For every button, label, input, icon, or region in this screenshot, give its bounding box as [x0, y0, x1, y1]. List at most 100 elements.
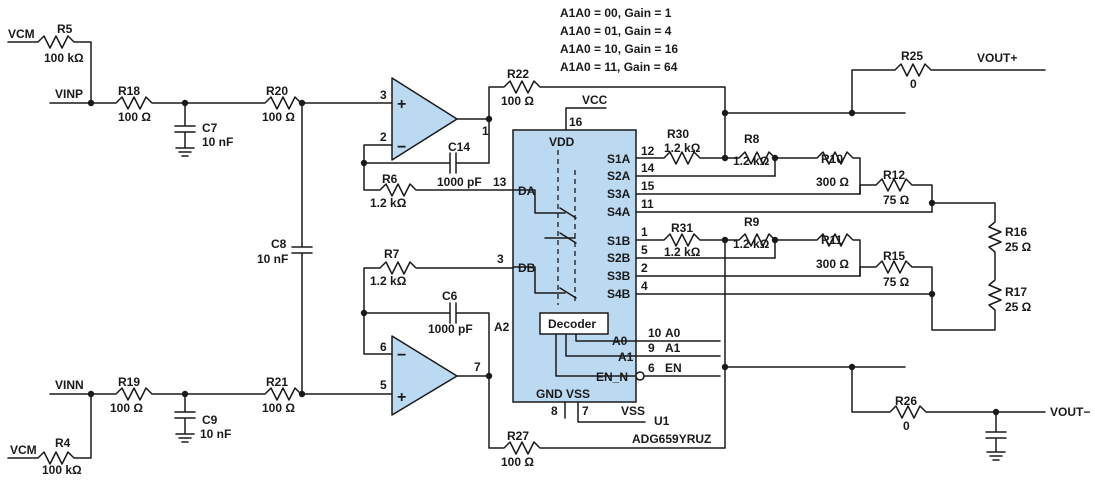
r6-value: 1.2 kΩ — [370, 196, 407, 210]
vinn-r19-r21-wire — [49, 387, 393, 401]
r4-value: 100 kΩ — [42, 463, 82, 477]
pin-a0-label: A0 — [612, 334, 628, 348]
r30-ref: R30 — [667, 127, 689, 141]
c8-ref: C8 — [271, 237, 287, 251]
c9-ref: C9 — [202, 413, 218, 427]
junction — [771, 154, 779, 162]
r22-ref: R22 — [507, 67, 529, 81]
r6-resistor — [363, 162, 514, 197]
pin-s4b-number: 4 — [641, 279, 648, 293]
r9-value: 1.2 kΩ — [733, 237, 770, 251]
c9-value: 10 nF — [200, 427, 231, 441]
r17-ref: R17 — [1005, 285, 1027, 299]
r5-value: 100 kΩ — [44, 51, 84, 65]
r25-ref: R25 — [901, 49, 923, 63]
pin-s2b-number: 5 — [641, 243, 648, 257]
pin-gnd-number: 8 — [551, 404, 558, 418]
pin-vcc-number: 16 — [569, 115, 583, 129]
gain-row-3: A1A0 = 11, Gain = 64 — [560, 60, 678, 74]
r30-value: 1.2 kΩ — [664, 141, 701, 155]
op-amp-bottom-minus: − — [397, 347, 406, 364]
r25-resistor — [724, 63, 1046, 114]
r12-ref: R12 — [883, 168, 905, 182]
pin-amp-bottom-out: 7 — [474, 360, 481, 374]
vcc-wire — [565, 107, 607, 131]
r5-resistor — [7, 35, 92, 104]
c6-value: 1000 pF — [428, 322, 473, 336]
r25-value: 0 — [910, 77, 917, 91]
decoder-block — [539, 312, 609, 335]
vinn-label: VINN — [55, 378, 84, 392]
c14-value: 1000 pF — [437, 175, 482, 189]
r20-ref: R20 — [266, 84, 288, 98]
pin-s2a-number: 14 — [641, 161, 655, 175]
vcm-bottom-label: VCM — [10, 443, 37, 457]
r26-value: 0 — [903, 419, 910, 433]
c9-capacitor — [174, 393, 196, 443]
op-amp-top-minus: − — [397, 139, 406, 156]
vss-label: VSS — [621, 404, 645, 418]
pin-s1b-number: 1 — [641, 225, 648, 239]
junction — [928, 290, 936, 298]
pin-a1-number: 9 — [648, 341, 655, 355]
pin-s1a-number: 12 — [641, 144, 655, 158]
r31-value: 1.2 kΩ — [664, 245, 701, 259]
r27-value: 100 Ω — [501, 455, 534, 469]
op-amp-top — [391, 77, 458, 161]
r4-resistor — [7, 393, 92, 465]
r11-ref: R11 — [821, 233, 843, 247]
r8-value: 1.2 kΩ — [733, 154, 770, 168]
r19-ref: R19 — [118, 375, 140, 389]
r19-value: 100 Ω — [110, 401, 143, 415]
op-amp-bottom — [391, 335, 458, 416]
vout-plus-label: VOUT+ — [977, 51, 1017, 65]
r18-value: 100 Ω — [118, 110, 151, 124]
r26-ref: R26 — [895, 394, 917, 408]
pin-amp-bottom-plus: 5 — [380, 378, 387, 392]
pin-db-number: 3 — [497, 252, 504, 266]
r20-value: 100 Ω — [262, 110, 295, 124]
u1-ref: U1 — [654, 414, 670, 428]
vinp-label: VINP — [55, 87, 83, 101]
vinp-r18-r20-wire — [49, 96, 393, 110]
gain-row-0: A1A0 = 00, Gain = 1 — [560, 6, 672, 20]
decoder-en-link — [555, 333, 637, 377]
pin-db-label: DB — [518, 261, 536, 275]
r30-resistor — [635, 151, 726, 165]
pin-a1-label: A1 — [618, 350, 634, 364]
r16-value: 25 Ω — [1005, 240, 1032, 254]
c7-value: 10 nF — [202, 135, 233, 149]
pin-en-n-label: EN_N — [596, 370, 628, 384]
r22-resistor — [488, 80, 726, 159]
c8-value: 10 nF — [257, 252, 288, 266]
r8-ref: R8 — [744, 132, 760, 146]
r27-resistor — [488, 239, 726, 455]
r7-resistor — [363, 261, 514, 355]
junction — [87, 99, 95, 107]
vcm-top-label: VCM — [8, 27, 35, 41]
r21-ref: R21 — [266, 375, 288, 389]
pin-s4a-number: 11 — [641, 197, 654, 211]
gain-row-2: A1A0 = 10, Gain = 16 — [560, 42, 678, 56]
vout-minus-capacitor — [985, 411, 1007, 461]
r12-resistor — [859, 178, 933, 213]
c7-capacitor — [174, 102, 196, 157]
r4-ref: R4 — [55, 436, 71, 450]
vout-minus-label: VOUT− — [1050, 405, 1090, 419]
r22-value: 100 Ω — [501, 94, 534, 108]
decoder-label: Decoder — [548, 317, 596, 331]
junction — [771, 236, 779, 244]
pin-s1a-label: S1A — [607, 152, 631, 166]
pin-vss-number: 7 — [582, 404, 589, 418]
pin-s2a-label: S2A — [607, 169, 631, 183]
r31-ref: R31 — [671, 221, 693, 235]
c7-ref: C7 — [202, 121, 218, 135]
pin-vdd-label: VDD — [549, 135, 575, 149]
r15-resistor — [859, 260, 933, 295]
gain-row-1: A1A0 = 01, Gain = 4 — [560, 24, 672, 38]
pin-s3a-label: S3A — [607, 187, 631, 201]
pin-s4a-label: S4A — [607, 205, 631, 219]
pin-amp-top-minus: 2 — [380, 130, 387, 144]
pin-amp-top-out: 1 — [482, 124, 489, 138]
pin-s1b-label: S1B — [607, 234, 631, 248]
